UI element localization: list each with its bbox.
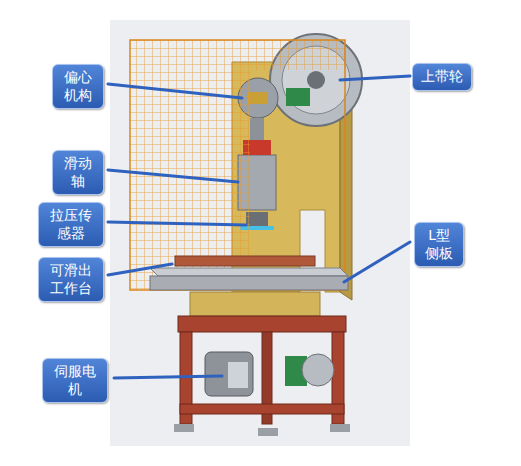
- lower-pulley: [302, 354, 334, 386]
- render-ground: [110, 20, 410, 446]
- table-plate: [150, 268, 348, 276]
- guard-cage: [250, 40, 345, 70]
- leader-line: [340, 76, 410, 80]
- part-label: 偏心 机构: [61, 69, 95, 104]
- callout-box: 可滑出 工作台: [38, 257, 104, 302]
- leader-line: [108, 222, 246, 225]
- guard-cage: [130, 40, 250, 290]
- leader-line: [344, 242, 410, 282]
- foot: [174, 424, 194, 432]
- callout-box: 偏心 机构: [52, 64, 104, 109]
- callout-box: L型 侧板: [414, 222, 464, 267]
- table-top: [175, 256, 315, 266]
- callout-box: 伺服电 机: [42, 358, 108, 403]
- base-plate: [190, 292, 320, 316]
- part-label: 拉压传 感器: [47, 207, 95, 242]
- table-rail: [150, 276, 348, 290]
- leader-line: [114, 376, 222, 378]
- foot: [330, 424, 350, 432]
- stand-top: [178, 316, 346, 332]
- servo-motor: [205, 352, 253, 396]
- pulley-hub: [307, 71, 325, 89]
- stand-bottom: [180, 404, 344, 414]
- part-label: L型 侧板: [423, 227, 455, 262]
- motor-flange: [228, 362, 248, 388]
- callout-box: 上带轮: [412, 63, 472, 91]
- guard-outline: [130, 40, 345, 290]
- part-label: 上带轮: [421, 68, 463, 86]
- foot: [258, 428, 278, 436]
- leader-line: [108, 170, 238, 182]
- part-label: 滑动 轴: [61, 155, 95, 190]
- callout-box: 滑动 轴: [52, 150, 104, 195]
- leader-line: [108, 264, 172, 275]
- callout-box: 拉压传 感器: [38, 202, 104, 247]
- leader-line: [108, 84, 242, 98]
- part-label: 可滑出 工作台: [47, 262, 95, 297]
- bearing: [286, 88, 310, 106]
- eccentric-pin: [248, 92, 268, 104]
- part-label: 伺服电 机: [51, 363, 99, 398]
